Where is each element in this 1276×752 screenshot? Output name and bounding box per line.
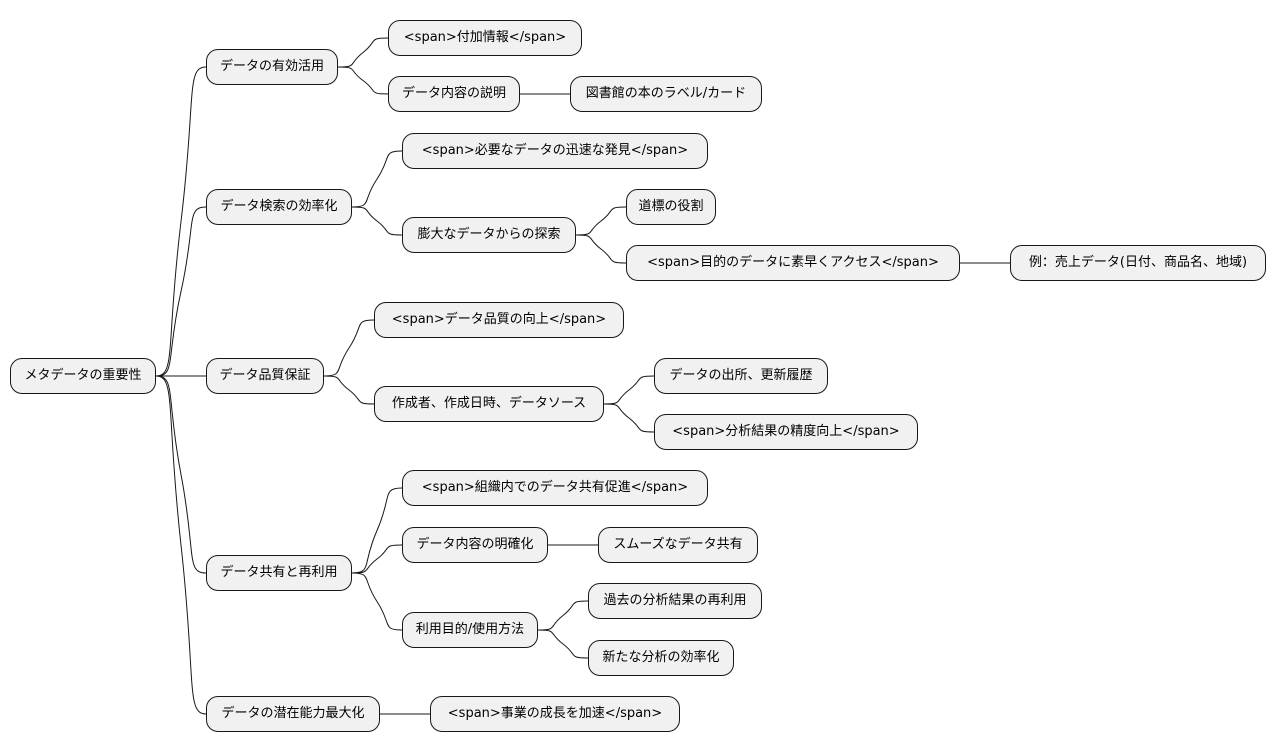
connector-line [537, 629, 589, 659]
node-sharing-promotion: <span>組織内でのデータ共有促進</span> [402, 470, 708, 506]
connector-line [603, 375, 655, 405]
node-reuse-past-results: 過去の分析結果の再利用 [588, 583, 762, 619]
connector-line [351, 544, 403, 574]
connector-line [603, 403, 655, 433]
connector-line [575, 234, 627, 264]
node-rapid-discovery: <span>必要なデータの迅速な発見</span> [402, 133, 708, 169]
node-branch-search-efficiency: データ検索の効率化 [206, 189, 352, 225]
connector-line [337, 66, 389, 95]
node-sales-data-example: 例：売上データ(日付、商品名、地域) [1010, 245, 1266, 281]
connector-line [155, 375, 207, 715]
node-guidepost-role: 道標の役割 [626, 189, 716, 225]
node-root: メタデータの重要性 [10, 358, 156, 394]
node-quick-access: <span>目的のデータに素早くアクセス</span> [626, 245, 960, 281]
node-branch-quality-assurance: データ品質保証 [206, 358, 324, 394]
node-smooth-sharing: スムーズなデータ共有 [598, 527, 758, 563]
connector-line [351, 206, 403, 236]
node-content-clarification: データ内容の明確化 [402, 527, 548, 563]
connector-line [323, 319, 375, 377]
connector-line [155, 66, 207, 377]
node-usage-purpose: 利用目的/使用方法 [402, 612, 538, 648]
node-branch-sharing-reuse: データ共有と再利用 [206, 555, 352, 591]
node-analysis-accuracy: <span>分析結果の精度向上</span> [654, 414, 918, 450]
node-branch-data-utilization: データの有効活用 [206, 49, 338, 85]
connector-line [155, 206, 207, 377]
node-vast-data-search: 膨大なデータからの探索 [402, 217, 576, 253]
connector-line [323, 375, 375, 405]
node-data-description: データ内容の説明 [388, 76, 520, 112]
connector-line [537, 600, 589, 631]
node-additional-info: <span>付加情報</span> [388, 20, 582, 56]
node-quality-improvement: <span>データ品質の向上</span> [374, 302, 624, 338]
connector-line [351, 487, 403, 574]
node-new-analysis-efficiency: 新たな分析の効率化 [588, 640, 734, 676]
connector-line [351, 572, 403, 631]
node-branch-maximize-potential: データの潜在能力最大化 [206, 696, 380, 732]
connector-line [351, 150, 403, 208]
node-accelerate-growth: <span>事業の成長を加速</span> [430, 696, 680, 732]
connector-line [155, 375, 207, 574]
node-provenance: データの出所、更新履歴 [654, 358, 828, 394]
node-library-label: 図書館の本のラベル/カード [570, 76, 762, 112]
node-creator-info: 作成者、作成日時、データソース [374, 386, 604, 422]
connector-line [575, 206, 627, 236]
connector-line [337, 37, 389, 68]
